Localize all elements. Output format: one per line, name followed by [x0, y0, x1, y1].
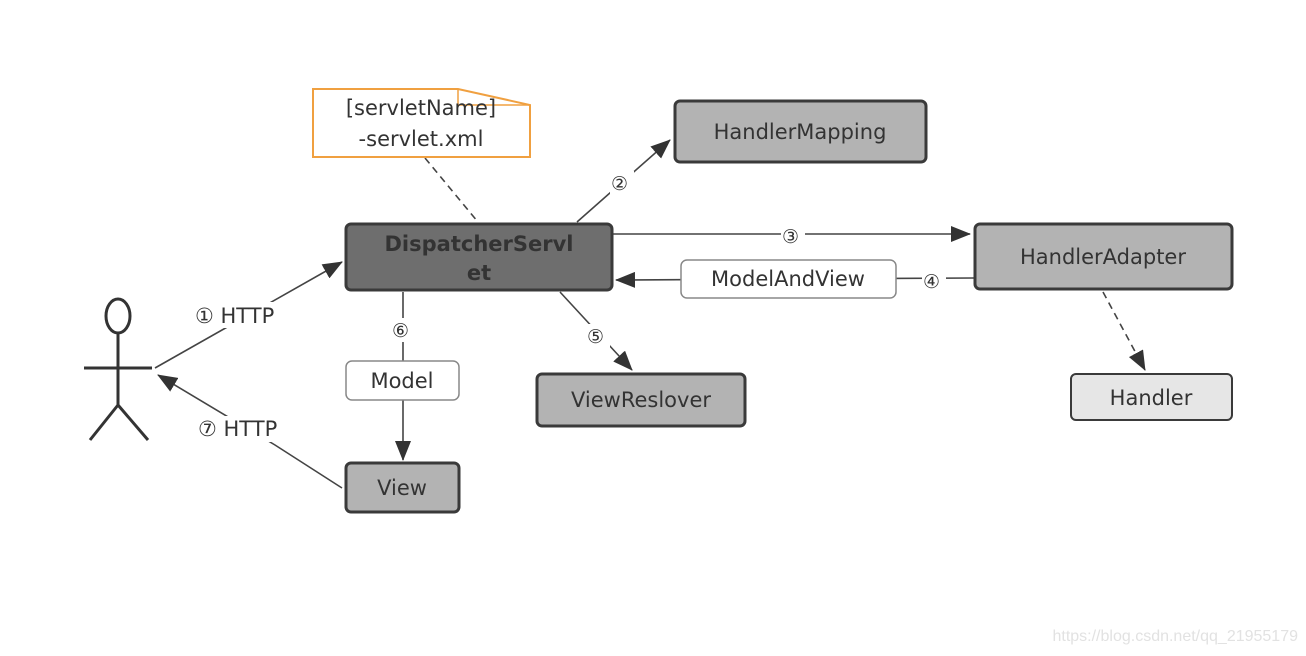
svg-text:Model: Model [370, 369, 433, 393]
svg-text:DispatcherServl: DispatcherServl [385, 232, 574, 256]
step5-label: ⑤ [587, 326, 604, 348]
step3-label: ③ [782, 226, 799, 248]
svg-text:HandlerAdapter: HandlerAdapter [1020, 245, 1186, 269]
svg-text:HandlerMapping: HandlerMapping [714, 120, 887, 144]
handler-node: Handler [1070, 373, 1233, 421]
handler-mapping-node: HandlerMapping [673, 99, 928, 164]
view-node: View [344, 461, 461, 514]
svg-text:-servlet.xml: -servlet.xml [359, 127, 484, 151]
model-label: Model [345, 360, 460, 401]
dispatcher-servlet-node: DispatcherServl et [344, 222, 614, 292]
note-link-dashed [424, 157, 479, 223]
svg-text:[servletName]: [servletName] [346, 96, 496, 120]
step7-label: ⑦ HTTP [198, 417, 277, 441]
step4-label: ④ [923, 271, 940, 293]
arrow-step7-http-response [157, 374, 343, 489]
watermark: https://blog.csdn.net/qq_21955179 [1052, 628, 1298, 645]
model-and-view-label: ModelAndView [680, 259, 897, 299]
svg-text:ModelAndView: ModelAndView [711, 267, 865, 291]
handler-adapter-node: HandlerAdapter [973, 222, 1234, 291]
user-actor-icon [84, 297, 152, 441]
svg-text:Handler: Handler [1110, 386, 1193, 410]
svg-text:et: et [467, 261, 491, 285]
step2-label: ② [611, 173, 628, 195]
svg-text:View: View [377, 476, 427, 500]
step6-label: ⑥ [392, 320, 409, 342]
step1-label: ① HTTP [195, 304, 274, 328]
servlet-config-note: [servletName] -servlet.xml [312, 88, 531, 158]
svg-text:ViewReslover: ViewReslover [571, 388, 711, 412]
arrow-adapter-handler-dashed [1102, 291, 1146, 371]
view-resolver-node: ViewReslover [535, 372, 747, 428]
